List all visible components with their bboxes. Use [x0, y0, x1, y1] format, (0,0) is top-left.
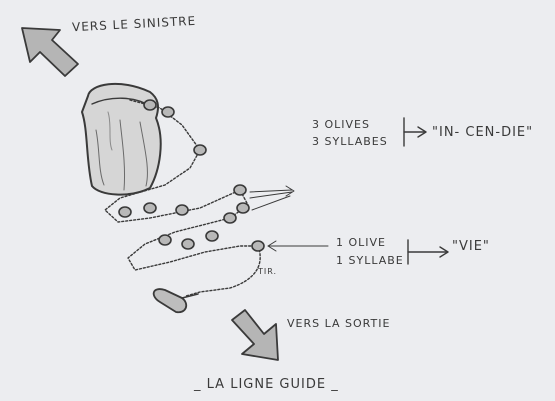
- label-tir: TIR.: [258, 268, 277, 276]
- label-vie: "VIE": [452, 240, 490, 253]
- label-vers-la-sortie: VERS LA SORTIE: [287, 318, 390, 329]
- pointer-arrow-1-olive: [268, 241, 328, 251]
- bracket-arrow-vie: [408, 240, 448, 264]
- label-incendie: "IN- CEN-DIE": [432, 126, 533, 139]
- arrow-down-right-icon: [232, 310, 278, 360]
- label-3-olives: 3 OLIVES: [312, 119, 370, 130]
- label-1-syllabe: 1 SYLLABE: [336, 255, 404, 266]
- label-3-syllabes: 3 SYLLABES: [312, 136, 388, 147]
- pointer-arrows-3-olives: [250, 186, 294, 210]
- bracket-arrow-incendie: [404, 118, 426, 146]
- title-la-ligne-guide: _ LA LIGNE GUIDE _: [194, 378, 339, 391]
- carabiner-icon: [154, 289, 198, 312]
- arrow-up-left-icon: [22, 28, 78, 76]
- label-1-olive: 1 OLIVE: [336, 237, 386, 248]
